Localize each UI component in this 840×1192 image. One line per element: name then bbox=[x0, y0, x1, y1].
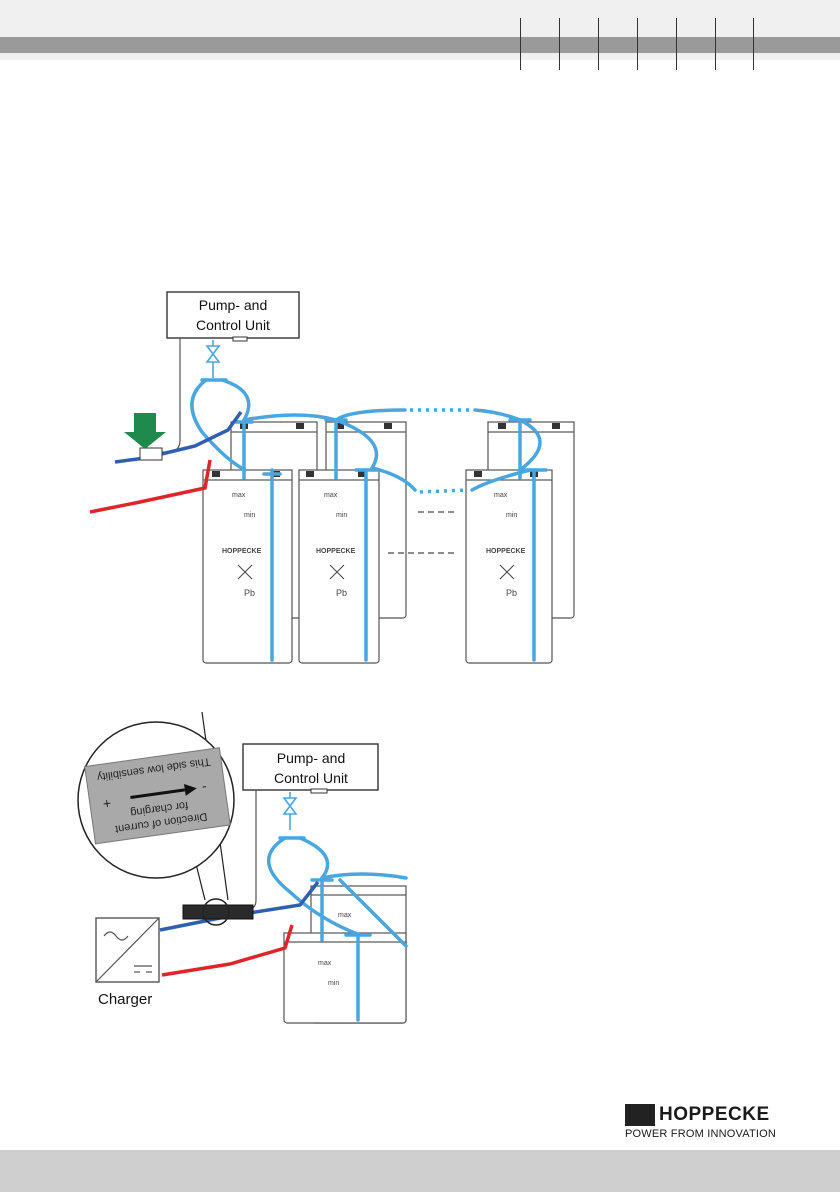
svg-text:HOPPECKE: HOPPECKE bbox=[222, 548, 262, 555]
valve-icon bbox=[207, 340, 219, 378]
positive-cable bbox=[90, 460, 210, 512]
diagram-2-charger-connection: max max min Pump- and Control Unit bbox=[78, 712, 406, 1023]
svg-text:max: max bbox=[318, 960, 332, 967]
svg-text:min: min bbox=[244, 512, 255, 519]
svg-text:max: max bbox=[232, 492, 246, 499]
diagram-1-battery-string: max min HOPPECKE Pb max min HOPPECKE Pb … bbox=[90, 292, 574, 663]
logo-mark-icon bbox=[625, 1104, 655, 1126]
valve-icon-2 bbox=[284, 792, 296, 830]
charger-label: Charger bbox=[98, 991, 152, 1008]
svg-text:min: min bbox=[328, 980, 339, 987]
current-sensor-2 bbox=[183, 905, 253, 919]
svg-text:Pb: Pb bbox=[506, 588, 517, 598]
pump-label-line1: Pump- and bbox=[199, 297, 267, 313]
svg-text:HOPPECKE: HOPPECKE bbox=[316, 548, 356, 555]
logo-tagline: POWER FROM INNOVATION bbox=[625, 1128, 776, 1140]
pump-label-line2: Control Unit bbox=[196, 317, 270, 333]
svg-text:min: min bbox=[506, 512, 517, 519]
svg-text:Pb: Pb bbox=[336, 588, 347, 598]
svg-text:max: max bbox=[338, 912, 352, 919]
footer-band bbox=[0, 1150, 840, 1192]
green-arrow-icon bbox=[124, 413, 166, 449]
svg-text:max: max bbox=[494, 492, 508, 499]
logo-name: HOPPECKE bbox=[659, 1104, 770, 1126]
tube-dots bbox=[410, 410, 470, 492]
svg-text:min: min bbox=[336, 512, 347, 519]
charger-icon bbox=[96, 918, 159, 982]
pump2-label-line1: Pump- and bbox=[277, 750, 345, 766]
svg-text:Pb: Pb bbox=[244, 588, 255, 598]
svg-text:HOPPECKE: HOPPECKE bbox=[486, 548, 526, 555]
pump2-label-line2: Control Unit bbox=[274, 770, 348, 786]
sensor-zoom: Direction of current for charging + - Th… bbox=[78, 722, 234, 878]
svg-text:max: max bbox=[324, 492, 338, 499]
hoppecke-logo: HOPPECKE POWER FROM INNOVATION bbox=[625, 1104, 768, 1140]
current-sensor-1 bbox=[140, 448, 162, 460]
